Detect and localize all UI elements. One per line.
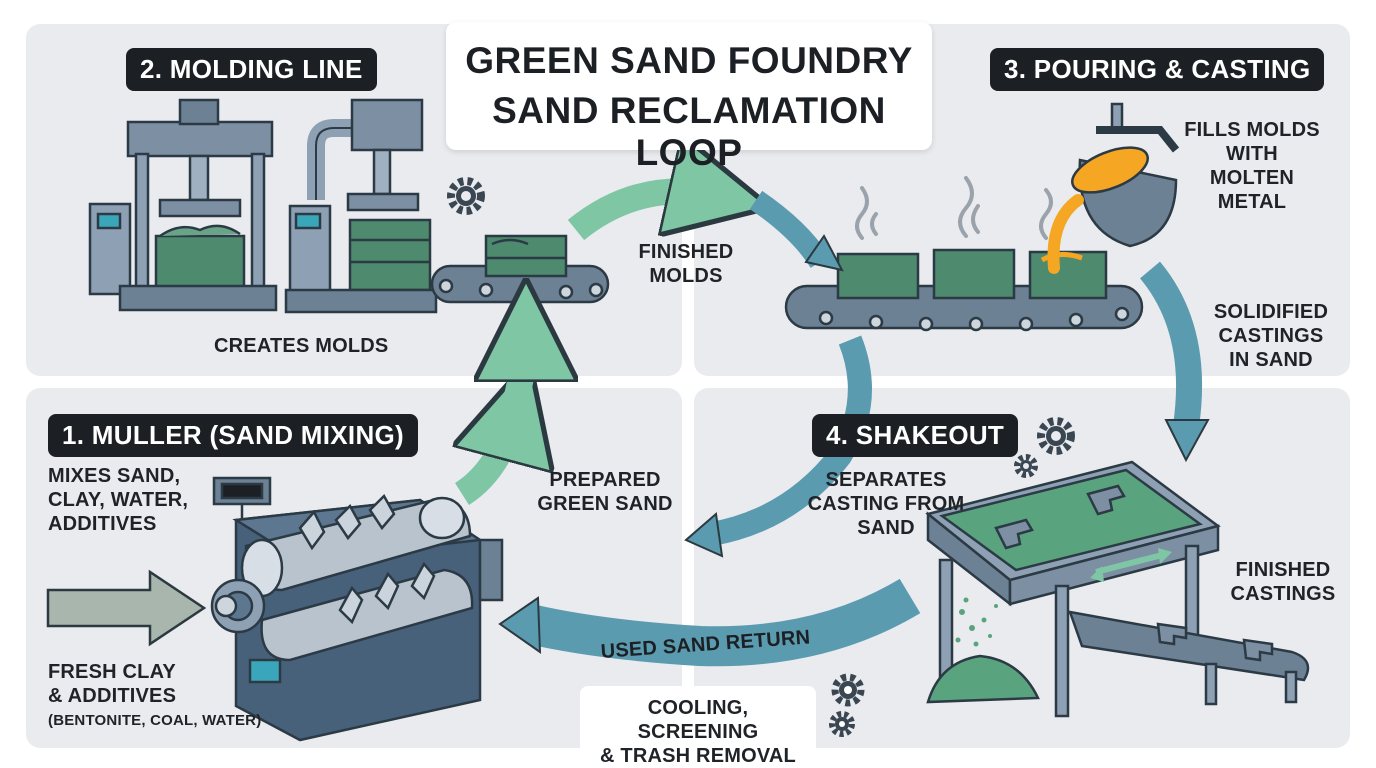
title-box: GREEN SAND FOUNDRY SAND RECLAMATION LOOP xyxy=(446,22,932,173)
muller-desc: MIXES SAND, CLAY, WATER, ADDITIVES xyxy=(48,464,188,536)
finished-molds-line-1: FINISHED xyxy=(638,241,734,263)
reclamation-note-box xyxy=(580,686,816,760)
pouring-desc-line-1: FILLS MOLDS xyxy=(1184,119,1320,141)
to-pouring-arrow xyxy=(749,190,830,269)
molding-desc: CREATES MOLDS xyxy=(214,335,389,357)
reclamation-line-2: & TRASH REMOVAL xyxy=(600,745,796,767)
inputs-line-1: FRESH CLAY xyxy=(48,661,176,683)
finished-molds-label: FINISHED MOLDS xyxy=(626,240,746,288)
ladle-icon xyxy=(1047,102,1180,274)
muller-desc-line-2: CLAY, WATER, xyxy=(48,489,189,511)
molding-press-2 xyxy=(284,98,438,314)
shakeout-desc-line-2: CASTING FROM xyxy=(807,493,965,515)
prepared-sand-arrow xyxy=(462,410,516,505)
inputs-label: FRESH CLAY & ADDITIVES xyxy=(48,660,176,708)
finished-castings-line-1: FINISHED xyxy=(1235,559,1331,581)
finished-molds-line-2: MOLDS xyxy=(649,265,723,287)
castings-conveyor xyxy=(1068,610,1310,706)
title-line-2: SAND RECLAMATION LOOP xyxy=(492,90,886,173)
reclamation-label: COOLING, SCREENING & TRASH REMOVAL xyxy=(590,696,806,768)
sand-pile xyxy=(926,597,1040,704)
shakeout-desc: SEPARATES CASTING FROM SAND xyxy=(806,468,966,540)
solidified-castings-label: SOLIDIFIED CASTINGS IN SAND xyxy=(1208,300,1334,372)
molding-press-1 xyxy=(88,98,278,312)
steam-icon xyxy=(855,176,1053,240)
solidified-castings-line-2: CASTINGS xyxy=(1218,325,1324,347)
shakeout-desc-line-1: SEPARATES xyxy=(825,469,947,491)
molding-conveyor xyxy=(430,234,610,304)
mold-boxes xyxy=(836,248,1108,300)
used-sand-arrow xyxy=(525,578,921,667)
solidified-castings-line-3: IN SAND xyxy=(1229,349,1313,371)
pouring-desc-line-3: METAL xyxy=(1217,191,1287,213)
tag-pouring-casting: 3. POURING & CASTING xyxy=(990,48,1325,91)
reclamation-line-1: COOLING, SCREENING xyxy=(637,697,759,743)
tag-molding-line: 2. MOLDING LINE xyxy=(126,48,377,91)
prepared-green-sand-line-1: PREPARED xyxy=(549,469,661,491)
muller-desc-line-1: MIXES SAND, xyxy=(48,465,181,487)
finished-castings-line-2: CASTINGS xyxy=(1230,583,1336,605)
muller-desc-line-3: ADDITIVES xyxy=(48,513,157,535)
prepared-green-sand-line-2: GREEN SAND xyxy=(537,493,673,515)
finished-castings-label: FINISHED CASTINGS xyxy=(1228,558,1338,606)
inputs-detail-label: (BENTONITE, COAL, WATER) xyxy=(48,712,262,729)
finished-molds-arrow xyxy=(567,191,720,241)
prepared-sand-arrow-2 xyxy=(516,330,526,404)
pouring-desc-line-2: WITH MOLTEN xyxy=(1209,143,1295,189)
tag-muller: 1. MULLER (SAND MIXING) xyxy=(48,414,419,457)
tag-shakeout: 4. SHAKEOUT xyxy=(812,414,1019,457)
gear-icon xyxy=(829,673,865,737)
pouring-desc: FILLS MOLDS WITH MOLTEN METAL xyxy=(1182,118,1322,214)
shakeout-table xyxy=(925,460,1221,718)
title-line-1: GREEN SAND FOUNDRY xyxy=(465,40,913,81)
gear-icon xyxy=(1014,417,1075,478)
solidified-castings-arrow xyxy=(1139,261,1203,428)
solidified-castings-line-1: SOLIDIFIED xyxy=(1213,301,1329,323)
muller-machine xyxy=(210,476,504,742)
gear-icon xyxy=(447,177,485,215)
inputs-line-2: & ADDITIVES xyxy=(48,685,177,707)
prepared-green-sand-label: PREPARED GREEN SAND xyxy=(534,468,676,516)
inputs-arrow xyxy=(46,569,207,647)
shakeout-desc-line-3: SAND xyxy=(857,517,915,539)
